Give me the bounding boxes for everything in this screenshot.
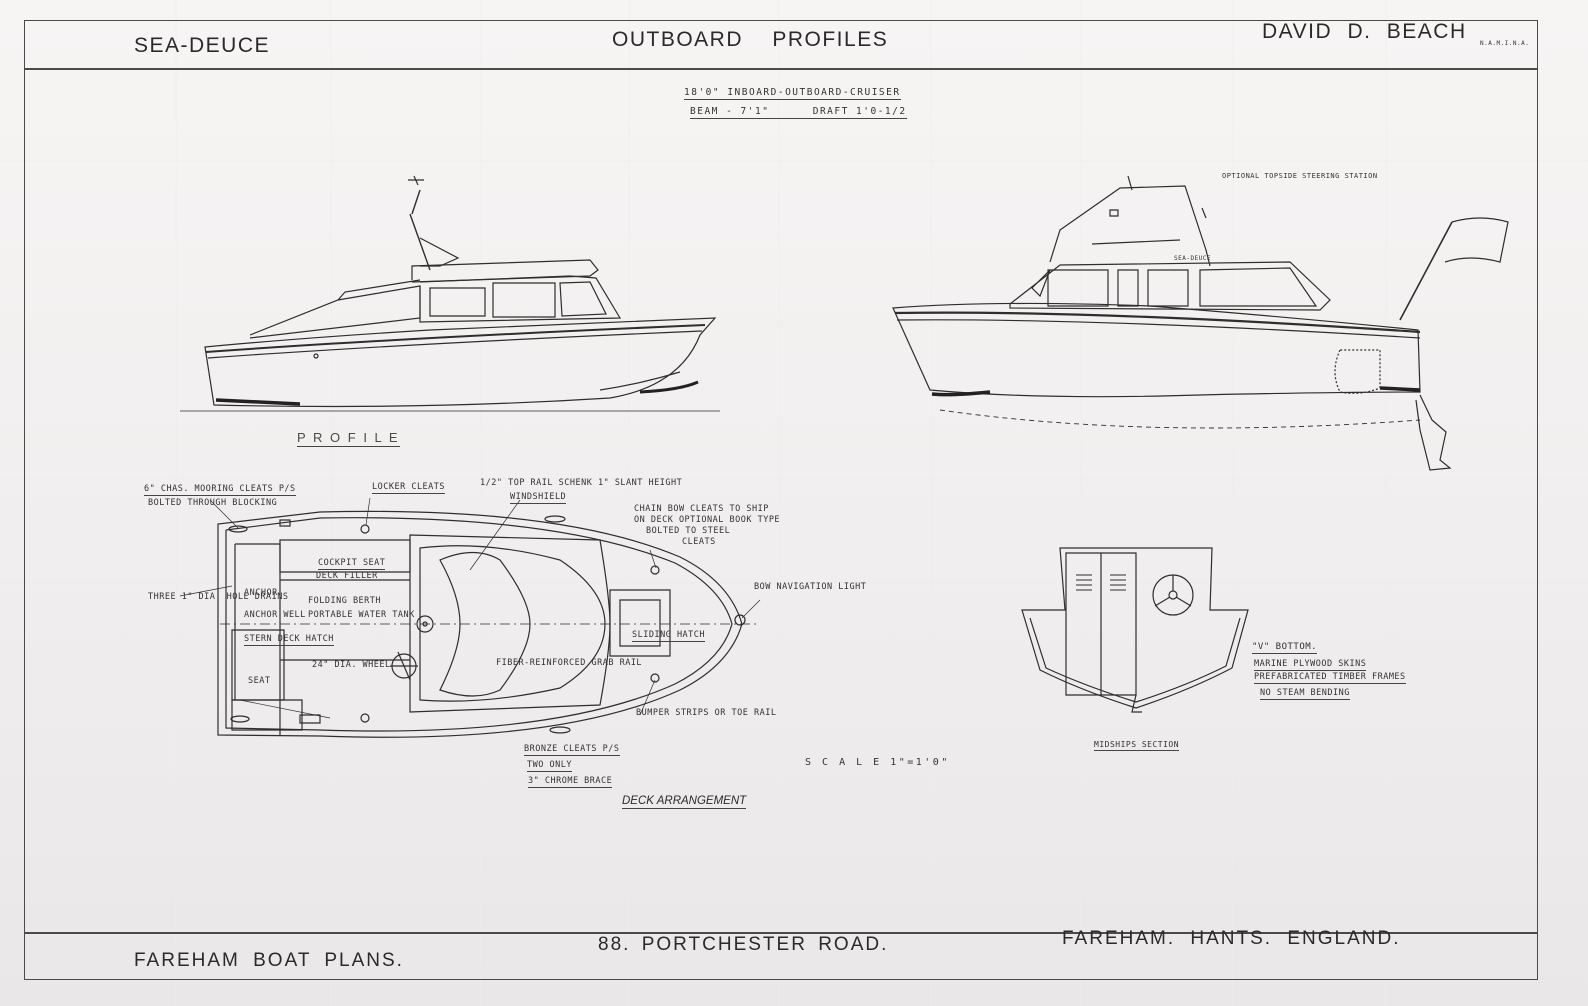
header-sheet-title: OUTBOARD PROFILES: [612, 28, 889, 51]
deck-note: ANCHOR WELL: [244, 610, 306, 620]
deck-note: ANCHOR: [244, 588, 278, 598]
footer-address: 88. PORTCHESTER ROAD.: [598, 934, 889, 955]
deck-note: 1/2" TOP RAIL SCHENK 1" SLANT HEIGHT: [480, 478, 683, 488]
scale-label: S C A L E 1"=1'0": [805, 757, 950, 768]
header-designer: DAVID D. BEACH: [1262, 20, 1467, 43]
fold-crease: [1080, 0, 1082, 1006]
footer-block-divider: [24, 932, 1538, 934]
deck-note: BRONZE CLEATS P/S: [524, 744, 620, 756]
section-note: PREFABRICATED TIMBER FRAMES: [1254, 672, 1406, 684]
drawing-border: [24, 20, 1538, 980]
deck-note: CLEATS: [682, 537, 716, 547]
deck-note: BUMPER STRIPS OR TOE RAIL: [636, 708, 777, 718]
fold-crease: [1385, 0, 1387, 1006]
deck-note: CHAIN BOW CLEATS TO SHIP: [634, 504, 769, 514]
outboard-hull: [893, 218, 1508, 470]
deck-note: ON DECK OPTIONAL BOOK TYPE: [634, 515, 781, 525]
fold-crease: [0, 582, 1588, 584]
title-block-divider: [24, 68, 1538, 70]
fold-crease: [0, 748, 1588, 750]
section-note: NO STEAM BENDING: [1260, 688, 1350, 700]
deck-note: WINDSHIELD: [510, 492, 567, 504]
deck-note: SLIDING HATCH: [632, 630, 706, 642]
deck-plan: [180, 498, 760, 737]
spec-line-2: BEAM - 7'1" DRAFT 1'0-1/2: [690, 106, 907, 119]
deck-note: TWO ONLY: [527, 760, 572, 772]
footer-company: FAREHAM BOAT PLANS.: [134, 950, 404, 971]
deck-note: BOLTED TO STEEL: [646, 526, 731, 536]
profile-title: P R O F I L E: [297, 430, 400, 447]
boat-name-on-hull: SEA-DEUCE: [1174, 255, 1212, 262]
deck-note: DECK FILLER: [316, 571, 378, 581]
deck-note: 6" CHAS. MOORING CLEATS P/S: [144, 484, 296, 496]
deck-note: LOCKER CLEATS: [372, 482, 446, 494]
fold-crease: [0, 322, 1588, 324]
deck-note: 3" CHROME BRACE: [528, 776, 613, 788]
outboard-cabin: [1010, 176, 1330, 310]
midships-section: [1022, 548, 1248, 712]
deck-note: BOLTED THROUGH BLOCKING: [148, 498, 278, 508]
section-note: "V" BOTTOM.: [1252, 642, 1318, 654]
spec-line-1: 18'0" INBOARD-OUTBOARD-CRUISER: [684, 87, 901, 100]
deck-note: STERN DECK HATCH: [244, 634, 334, 646]
header-boat-name: SEA-DEUCE: [134, 34, 271, 57]
fold-crease: [0, 478, 1588, 480]
deck-note: PORTABLE WATER TANK: [308, 610, 415, 620]
fold-crease: [480, 0, 482, 1006]
optional-steering-note: OPTIONAL TOPSIDE STEERING STATION: [1222, 172, 1378, 180]
deck-note: 24" DIA. WHEEL: [312, 660, 391, 670]
deck-note: THREE 1" DIA. HOLE DRAINS: [148, 592, 289, 602]
fold-crease: [778, 0, 780, 1006]
profile-cabin: [250, 176, 620, 358]
fold-crease: [1232, 0, 1234, 1006]
deck-note: FOLDING BERTH: [308, 596, 382, 606]
deck-note: BOW NAVIGATION LIGHT: [754, 582, 867, 592]
profile-hull: [180, 318, 720, 411]
fold-crease: [930, 0, 932, 1006]
fold-crease: [0, 160, 1588, 162]
fold-crease: [628, 0, 630, 1006]
deck-arrangement-title: DECK ARRANGEMENT: [622, 795, 747, 809]
fold-crease: [330, 0, 332, 1006]
section-note: MARINE PLYWOOD SKINS: [1254, 659, 1367, 671]
deck-note: SEAT: [248, 676, 271, 686]
deck-note: FIBER-REINFORCED GRAB RAIL: [496, 658, 643, 668]
midships-section-title: MIDSHIPS SECTION: [1094, 740, 1180, 751]
footer-town: FAREHAM. HANTS. ENGLAND.: [1062, 928, 1401, 949]
fold-crease: [175, 0, 177, 1006]
designer-credentials: N.A.M.I.N.A.: [1480, 40, 1530, 47]
deck-note: COCKPIT SEAT: [318, 558, 386, 570]
